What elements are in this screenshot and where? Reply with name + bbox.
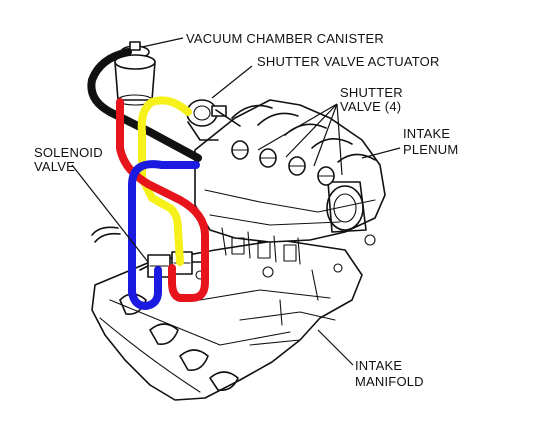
leader-manifold: [317, 329, 354, 366]
callout-labels: VACUUM CHAMBER CANISTER SHUTTER VALVE AC…: [34, 31, 458, 389]
leader-actuator: [211, 65, 253, 99]
label-solenoid-valve-line1: SOLENOID: [34, 145, 103, 160]
leader-shutter-valve: [336, 103, 343, 176]
shutter-valve-actuator: [186, 99, 241, 141]
leader-shutter-valve: [285, 103, 338, 158]
label-shutter-valve-line2: VALVE (4): [340, 99, 401, 114]
shutter-valve: [231, 140, 249, 160]
loose-hose: [94, 232, 121, 243]
yellow-hose: [137, 96, 192, 266]
label-intake-manifold-line2: MANIFOLD: [355, 374, 424, 389]
label-intake-manifold-line1: INTAKE: [355, 358, 402, 373]
leader-plenum: [361, 147, 401, 159]
label-intake-plenum-line2: PLENUM: [403, 142, 458, 157]
label-shutter-valve-actuator: SHUTTER VALVE ACTUATOR: [257, 54, 440, 69]
label-solenoid-valve-line2: VALVE: [34, 159, 75, 174]
vacuum-chamber-canister: [114, 41, 156, 106]
shutter-valves: [231, 140, 335, 186]
blue-hose: [128, 160, 200, 310]
loose-hose: [91, 226, 119, 236]
black-hose: [87, 48, 202, 162]
intake-plenum-drawing: [194, 99, 386, 265]
shutter-valve: [317, 166, 335, 186]
leader-solenoid: [71, 164, 149, 263]
shutter-valve: [288, 156, 306, 176]
label-shutter-valve-line1: SHUTTER: [340, 85, 403, 100]
vacuum-hoses: [87, 48, 209, 310]
leader-canister: [141, 37, 184, 48]
leader-shutter-valve: [257, 103, 338, 151]
label-vacuum-chamber-canister: VACUUM CHAMBER CANISTER: [186, 31, 384, 46]
leader-shutter-valve: [313, 103, 338, 167]
label-intake-plenum-line1: INTAKE: [403, 126, 450, 141]
leader-lines: [71, 37, 401, 366]
shutter-valve: [259, 148, 277, 168]
